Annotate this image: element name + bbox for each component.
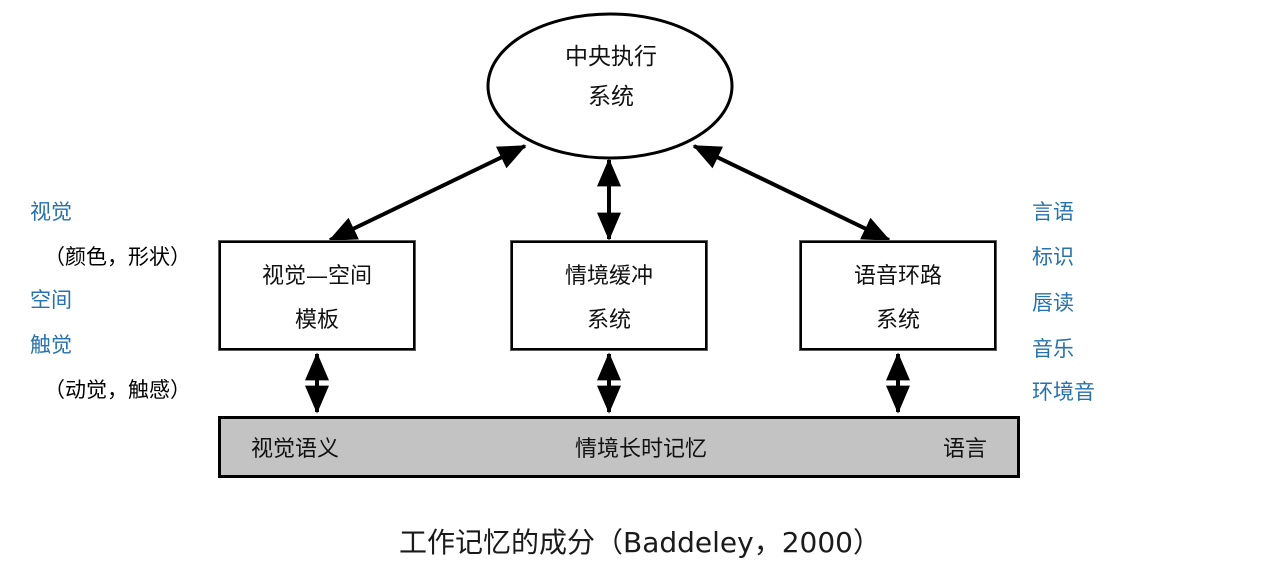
ltm-cell-episodic-ltm: 情境长时记忆 [574, 437, 707, 462]
right-label-music: 音乐 [1032, 337, 1074, 361]
box-phonological-line1: 语音环路 [853, 263, 942, 289]
box-episodic-line1: 情境缓冲 [564, 263, 653, 289]
right-label-sign: 标识 [1032, 245, 1074, 269]
left-label-space: 空间 [30, 288, 72, 312]
arrow-executive-to-phonological [692, 144, 891, 242]
right-label-speech: 言语 [1032, 200, 1074, 224]
long-term-memory-bar[interactable]: 视觉语义 情境长时记忆 语言 [218, 416, 1020, 478]
figure-caption: 工作记忆的成分（Baddeley，2000） [399, 526, 881, 559]
right-label-lipreading: 唇读 [1032, 291, 1074, 315]
ltm-cell-language: 语言 [942, 437, 987, 462]
central-executive-line2: 系统 [588, 84, 634, 111]
box-visuospatial-line1: 视觉—空间 [261, 263, 372, 289]
left-label-color-shape: （颜色，形状） [44, 245, 191, 269]
left-label-visual: 视觉 [30, 200, 72, 224]
arrow-executive-to-visuospatial [328, 144, 527, 242]
box-visuospatial-sketchpad[interactable]: 视觉—空间 模板 [219, 241, 415, 350]
box-episodic-line2: 系统 [586, 307, 631, 333]
box-phonological-line2: 系统 [875, 307, 920, 333]
box-visuospatial-line2: 模板 [294, 307, 339, 333]
central-executive-label: 中央执行 系统 [488, 44, 734, 111]
central-executive-line1: 中央执行 [565, 44, 657, 70]
left-label-touch: 触觉 [30, 333, 72, 357]
box-phonological-loop[interactable]: 语音环路 系统 [800, 241, 996, 350]
box-episodic-buffer[interactable]: 情境缓冲 系统 [511, 241, 707, 350]
ltm-cell-visual-semantics: 视觉语义 [251, 437, 340, 462]
left-label-kinesthetic-tactile: （动觉，触感） [44, 378, 191, 402]
right-label-ambient-sound: 环境音 [1032, 380, 1095, 404]
